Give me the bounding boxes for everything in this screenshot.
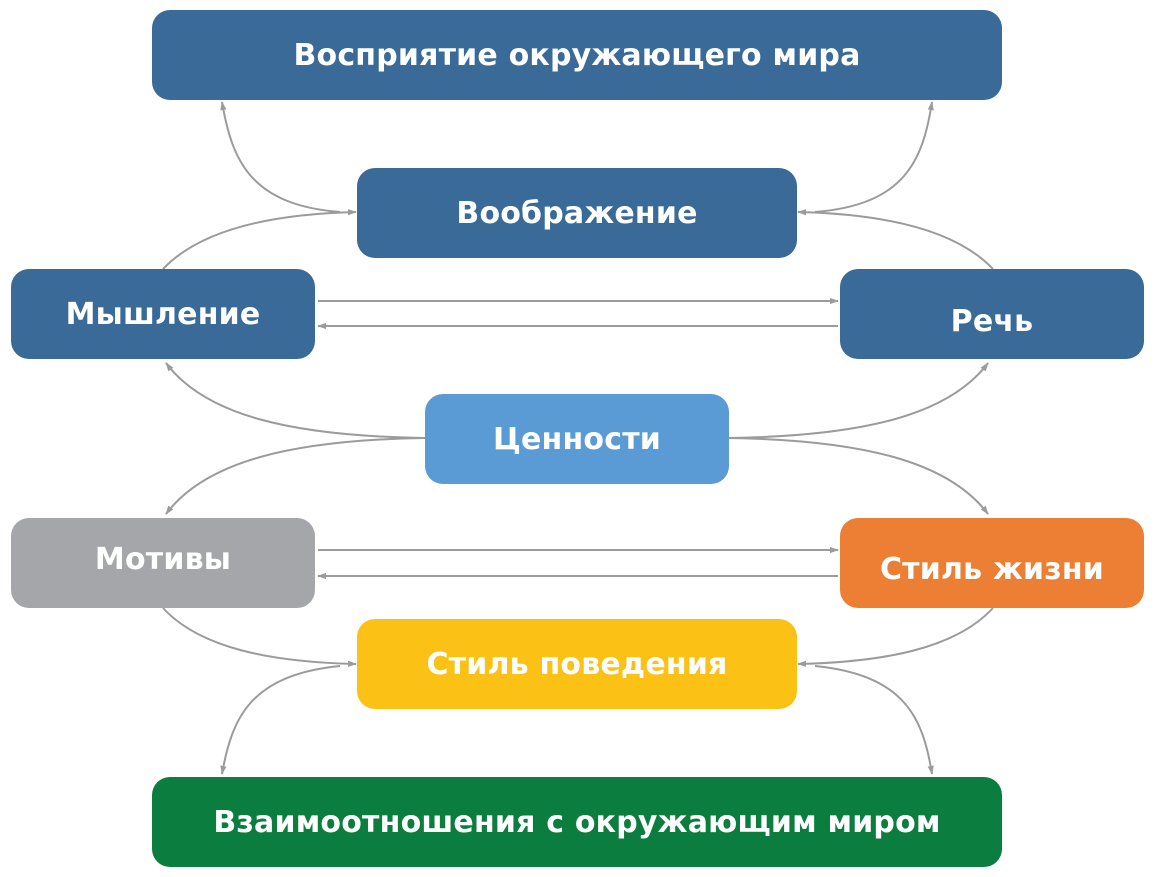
- arrow-imagination-to-perception-left: [220, 101, 341, 213]
- arrow-imagination-to-perception-right: [814, 101, 934, 213]
- node-behavior-label: Стиль поведения: [426, 646, 728, 682]
- arrow-speech-to-imagination: [797, 209, 994, 270]
- arrow-thinking-to-imagination: [162, 209, 357, 270]
- node-imagination-label: Воображение: [456, 195, 698, 231]
- node-motives-label: Мотивы: [94, 541, 232, 577]
- node-perception-label: Восприятие окружающего мира: [293, 37, 861, 73]
- node-lifestyle-label: Стиль жизни: [879, 551, 1105, 587]
- node-thinking-label: Мышление: [65, 296, 261, 332]
- node-perception: Восприятие окружающего мира: [152, 10, 1002, 100]
- node-motives: Мотивы: [11, 518, 315, 608]
- node-speech: Речь: [840, 269, 1144, 359]
- node-relations: Взаимоотношения с окружающим миром: [152, 777, 1002, 867]
- node-values-label: Ценности: [492, 421, 662, 457]
- arrow-values-to-motives: [165, 437, 426, 515]
- arrow-values-to-thinking: [165, 362, 426, 439]
- node-speech-label: Речь: [950, 303, 1034, 339]
- arrow-values-to-speech: [728, 362, 989, 439]
- arrow-values-to-lifestyle: [728, 437, 989, 515]
- node-thinking: Мышление: [11, 269, 315, 359]
- node-lifestyle: Стиль жизни: [840, 518, 1144, 608]
- node-relations-label: Взаимоотношения с окружающим миром: [213, 804, 941, 840]
- arrow-behavior-to-relations-right: [814, 665, 934, 775]
- arrow-lifestyle-to-behavior: [797, 607, 994, 667]
- node-behavior: Стиль поведения: [357, 619, 797, 709]
- node-imagination: Воображение: [357, 168, 797, 258]
- arrow-motives-to-behavior: [162, 607, 357, 667]
- node-values: Ценности: [425, 394, 729, 484]
- arrow-behavior-to-relations-left: [220, 665, 341, 775]
